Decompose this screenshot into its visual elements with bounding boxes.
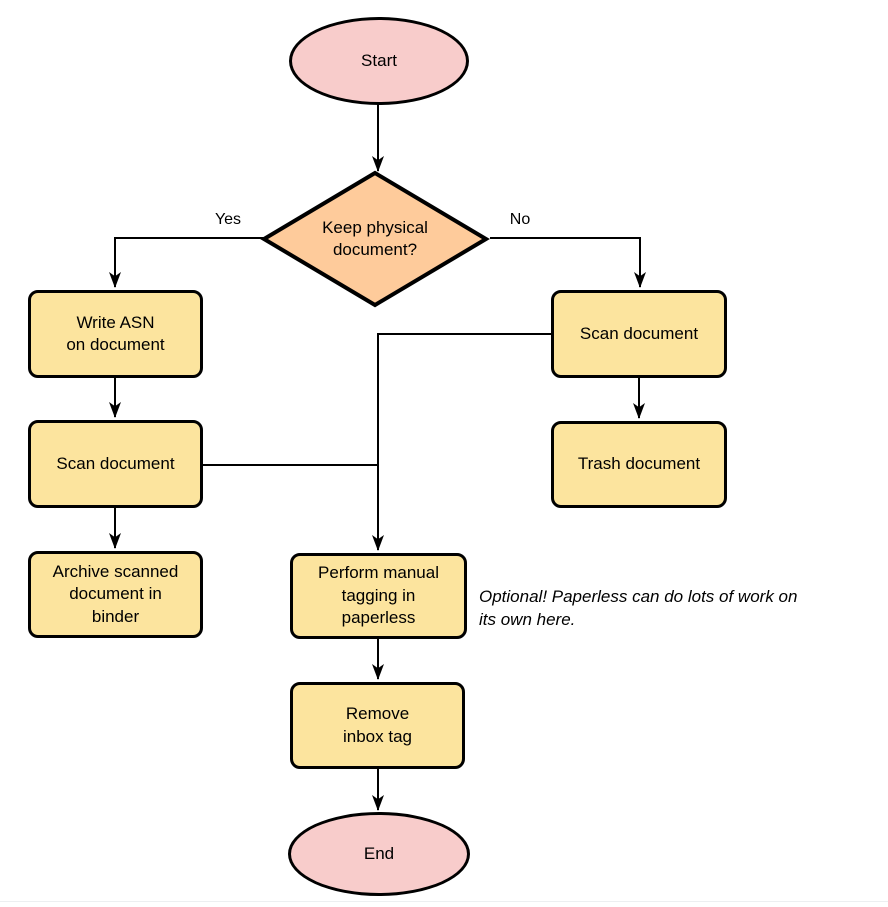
node-trash: Trash document xyxy=(551,421,727,508)
node-remove-inbox: Remove inbox tag xyxy=(290,682,465,769)
edge-decision-scan-no xyxy=(490,237,646,288)
node-scan-keep-label: Scan document xyxy=(56,453,175,473)
node-remove-inbox-label: Remove inbox tag xyxy=(343,704,412,746)
node-scan-discard: Scan document xyxy=(551,290,727,378)
optional-note: Optional! Paperless can do lots of work … xyxy=(479,587,798,629)
node-start-label: Start xyxy=(361,50,397,70)
node-write-asn: Write ASN on document xyxy=(28,290,203,378)
edge-scan-discard-tagging xyxy=(372,333,551,551)
node-trash-label: Trash document xyxy=(577,454,701,474)
node-archive: Archive scanned document in binder xyxy=(28,551,203,638)
node-scan-discard-label: Scan document xyxy=(579,323,699,343)
node-archive-label: Archive scanned document in binder xyxy=(52,561,179,626)
node-scan-keep: Scan document xyxy=(28,420,203,508)
node-start: Start xyxy=(289,17,469,105)
node-write-asn-label: Write ASN on document xyxy=(66,312,165,354)
edge-decision-write-asn-yes xyxy=(109,237,265,288)
node-decision: Keep physical document? xyxy=(260,169,490,309)
node-tagging-label: Perform manual tagging in paperless xyxy=(318,563,439,628)
edge-label-no: No xyxy=(509,211,531,228)
node-tagging: Perform manual tagging in paperless xyxy=(290,553,467,639)
page-bottom-divider xyxy=(0,901,888,902)
node-end-label: End xyxy=(363,843,395,863)
edge-label-yes: Yes xyxy=(214,211,242,228)
node-decision-label: Keep physical document? xyxy=(322,217,428,259)
decision-diamond-shape xyxy=(260,170,490,308)
node-end: End xyxy=(288,812,470,896)
